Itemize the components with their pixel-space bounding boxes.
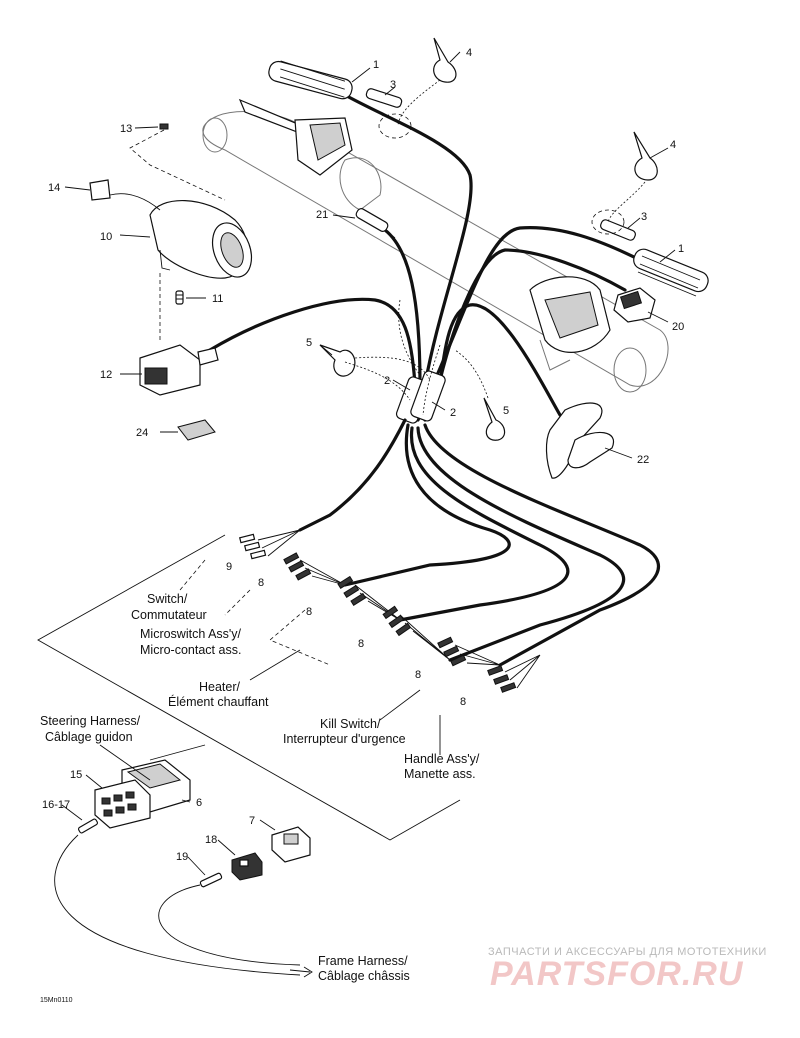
steering-harness-wires — [208, 93, 660, 667]
part-number-3a: 3 — [390, 79, 396, 91]
part-number-4a: 4 — [466, 47, 472, 59]
part-number-6: 6 — [196, 797, 202, 809]
screw-11 — [175, 290, 184, 305]
part-number-8e: 8 — [460, 696, 466, 708]
caption-steering-en: Steering Harness/ — [40, 714, 141, 728]
caption-kill-fr: Interrupteur d'urgence — [283, 732, 406, 746]
part-number-8b: 8 — [306, 606, 312, 618]
terminal-fan-8d — [437, 636, 501, 667]
part-number-8c: 8 — [358, 638, 364, 650]
part-number-labels: 1 4 3 13 4 14 21 3 10 1 11 20 5 12 2 5 2… — [42, 47, 684, 863]
part-number-1b: 1 — [678, 243, 684, 255]
caption-switch-fr: Commutateur — [131, 608, 207, 622]
part-number-16-17: 16-17 — [42, 799, 70, 811]
part-number-22: 22 — [637, 454, 649, 466]
screw-13 — [129, 123, 226, 201]
part-number-20: 20 — [672, 321, 684, 333]
caption-heater-fr: Élément chauffant — [168, 694, 269, 709]
part-number-2a: 2 — [384, 375, 390, 387]
terminal-fan-8c — [382, 605, 451, 661]
sleeve-3-right — [591, 209, 636, 241]
watermark-tagline: ЗАПЧАСТИ И АКСЕССУАРЫ ДЛЯ МОТОТЕХНИКИ — [488, 946, 767, 958]
terminal-fan-8b — [337, 575, 401, 621]
reference-lines — [37, 299, 461, 978]
terminal-fan-9 — [238, 529, 301, 560]
connector-7 — [271, 826, 311, 863]
part-number-13: 13 — [120, 123, 132, 135]
watermark-logo: PARTSFOR.RU — [490, 955, 744, 993]
terminal-fans — [238, 529, 541, 693]
handlebar-drawing — [202, 98, 669, 393]
part-number-19: 19 — [176, 851, 188, 863]
sleeve-3-left — [365, 88, 412, 139]
part-number-5b: 5 — [503, 405, 509, 417]
caption-kill-en: Kill Switch/ — [320, 717, 381, 731]
part-number-1a: 1 — [373, 59, 379, 71]
pad-24 — [177, 419, 216, 441]
caption-frame-fr: Câblage châssis — [318, 969, 410, 983]
caption-steering-fr: Câblage guidon — [45, 730, 133, 744]
switch-12 — [139, 270, 219, 396]
housing-10 — [149, 199, 253, 279]
part-number-8d: 8 — [415, 669, 421, 681]
drawing-code: 15Mn0110 — [40, 997, 73, 1004]
grip-heater-left — [268, 60, 353, 100]
switch-20 — [613, 287, 656, 323]
part-number-2b: 2 — [450, 407, 456, 419]
part-number-18: 18 — [205, 834, 217, 846]
part-number-4b: 4 — [670, 139, 676, 151]
callout-leaders — [61, 51, 676, 876]
connector-15 — [94, 779, 151, 829]
terminal-fan-8a — [283, 552, 346, 586]
tie-4-left — [397, 37, 457, 126]
part-number-14: 14 — [48, 182, 60, 194]
part-number-15: 15 — [70, 769, 82, 781]
part-number-10: 10 — [100, 231, 112, 243]
part-number-12: 12 — [100, 369, 112, 381]
part-number-3b: 3 — [641, 211, 647, 223]
captions: Switch/ Commutateur Microswitch Ass'y/ M… — [40, 592, 480, 983]
part-number-7: 7 — [249, 815, 255, 827]
connector-6 — [121, 759, 191, 813]
tie-5-right — [454, 349, 506, 441]
part-number-21: 21 — [316, 209, 328, 221]
connector-18 — [231, 852, 263, 881]
terminal-fan-8e — [487, 654, 541, 693]
caption-switch-en: Switch/ — [147, 592, 188, 606]
part-number-24: 24 — [136, 427, 148, 439]
tie-4-right — [607, 131, 658, 223]
terminal-16-17 — [77, 818, 99, 834]
terminal-19 — [199, 872, 223, 888]
caption-microswitch-fr: Micro-contact ass. — [140, 643, 241, 657]
caption-handle-fr: Manette ass. — [404, 767, 476, 781]
grip-heater-right — [633, 248, 709, 297]
caption-heater-en: Heater/ — [199, 680, 241, 694]
handle-22 — [545, 402, 615, 479]
watermark: ЗАПЧАСТИ И АКСЕССУАРЫ ДЛЯ МОТОТЕХНИКИ PA… — [488, 946, 767, 993]
caption-microswitch-en: Microswitch Ass'y/ — [140, 627, 242, 641]
caption-handle-en: Handle Ass'y/ — [404, 752, 480, 766]
part-number-9: 9 — [226, 561, 232, 573]
caption-frame-en: Frame Harness/ — [318, 954, 408, 968]
part-number-8a: 8 — [258, 577, 264, 589]
label-14 — [89, 179, 161, 211]
part-number-5a: 5 — [306, 337, 312, 349]
kill-switch-21 — [355, 208, 396, 239]
part-number-11: 11 — [212, 293, 223, 305]
